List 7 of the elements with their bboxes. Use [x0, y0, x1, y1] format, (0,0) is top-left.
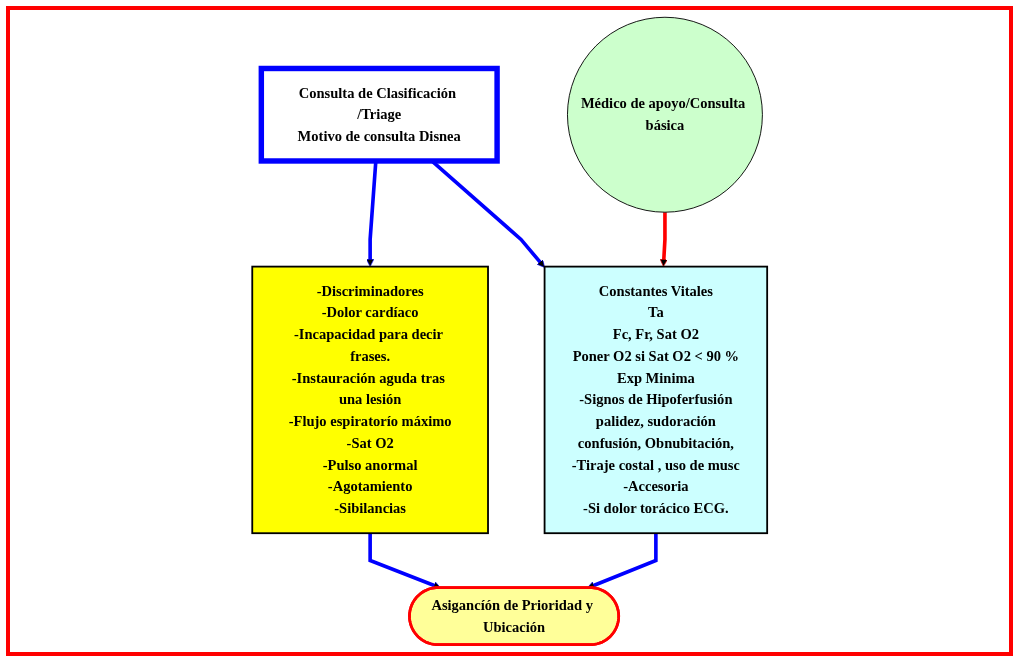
node-box: Consulta de Clasificación /Triage Motivo de consulta Disnea	[258, 65, 500, 164]
arrow	[586, 533, 658, 590]
arrow	[368, 533, 441, 590]
node-circle: Médico de apoyo/Consulta básica	[566, 16, 763, 213]
arrow	[659, 212, 668, 267]
node-box: Constantes Vitales Ta Fc, Fr, Sat O2 Poner O2 si Sat O2 < 90 % Exp Minima -Signos de Hipoferfusión palidez, sudoración confusión, Obnubitación, -Tiraje costal , uso de musc -Accesoria -Si dolor torácico ECG.	[543, 265, 768, 535]
node-box: -Discriminadores -Dolor cardíaco -Incapacidad para decir frases. -Instauración aguda tras una lesión -Flujo espiratorío máximo -Sat O2 -Pulso anormal -Agotamiento -Sibilancias	[251, 265, 489, 535]
